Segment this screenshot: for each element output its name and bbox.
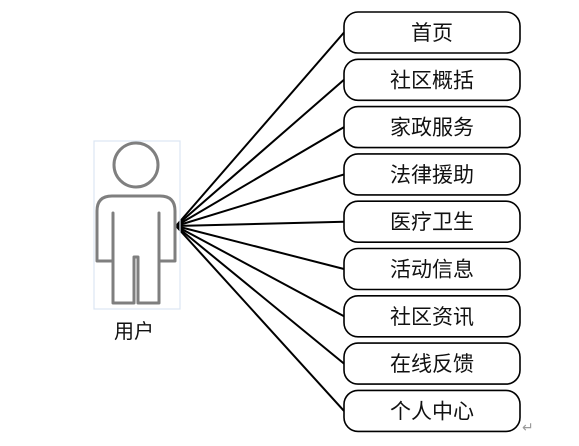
node-label: 法律援助 (390, 163, 474, 187)
connector-line (175, 126, 345, 227)
node-box: 个人中心 (343, 389, 521, 433)
connector-line (175, 173, 345, 227)
node-box-shape (343, 200, 521, 243)
node-label: 首页 (411, 21, 453, 45)
node-box: 法律援助 (343, 153, 521, 196)
node-box-shape (343, 58, 521, 102)
node-label: 活动信息 (390, 258, 474, 282)
node-box-shape (343, 342, 521, 385)
node-box-shape (343, 105, 521, 149)
node-box-shape (343, 247, 521, 291)
node-box: 活动信息 (343, 247, 521, 291)
node-box-shape (343, 294, 521, 338)
user-icon (93, 140, 181, 310)
node-box: 首页 (343, 11, 521, 54)
connector-line (175, 220, 345, 227)
node-box-shape (343, 153, 521, 196)
node-box-shape (343, 11, 521, 54)
node-box: 社区概括 (343, 58, 521, 102)
actor-label: 用户 (114, 319, 154, 343)
connector-line (175, 79, 345, 227)
node-box-shape (343, 389, 521, 433)
node-label: 医疗卫生 (390, 210, 474, 234)
connector-line (175, 225, 345, 318)
connector-line (175, 225, 345, 412)
node-box: 在线反馈 (343, 342, 521, 385)
connector-line (175, 225, 345, 365)
connector-lines (175, 31, 345, 412)
paragraph-mark-icon: ↵ (522, 420, 534, 436)
node-box: 家政服务 (343, 105, 521, 149)
node-label: 社区资讯 (390, 305, 474, 329)
connector-line (175, 225, 345, 270)
node-box: 社区资讯 (343, 294, 521, 338)
node-label: 在线反馈 (390, 352, 474, 376)
node-label: 家政服务 (390, 116, 474, 140)
node-label: 社区概括 (390, 68, 474, 92)
node-label: 个人中心 (390, 399, 474, 423)
connector-line (175, 31, 345, 227)
node-box: 医疗卫生 (343, 200, 521, 243)
